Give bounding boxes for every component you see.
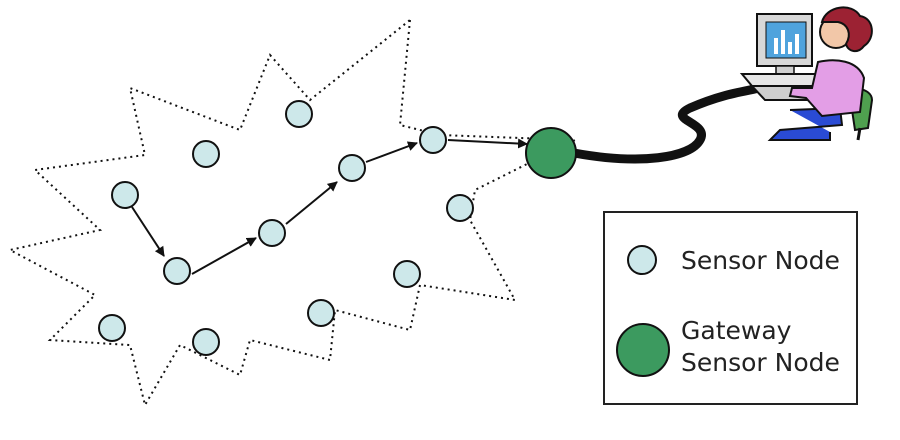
sensor-node: [446, 194, 474, 222]
sensor-node: [338, 154, 366, 182]
route-arrows: [131, 138, 528, 275]
sensor-node: [111, 181, 139, 209]
sensor-node: [192, 328, 220, 356]
network-boundary: [7, 17, 576, 408]
gateway-node-swatch: [616, 323, 670, 377]
sensor-node: [393, 260, 421, 288]
person-at-computer-icon: [739, 6, 874, 141]
sensor-node: [98, 314, 126, 342]
legend: Sensor Node Gateway Sensor Node: [603, 211, 858, 405]
sensor-nodes: [98, 100, 474, 356]
cable-icon: [569, 83, 765, 164]
sensor-node-swatch: [627, 245, 657, 275]
gateway-node: [525, 127, 577, 179]
sensor-node: [285, 100, 313, 128]
sensor-node: [192, 140, 220, 168]
sensor-node: [419, 126, 447, 154]
sensor-node: [163, 257, 191, 285]
legend-sensor-label: Sensor Node: [681, 246, 840, 275]
sensor-node: [258, 219, 286, 247]
sensor-node: [307, 299, 335, 327]
legend-gateway-label: Gateway Sensor Node: [681, 316, 840, 377]
